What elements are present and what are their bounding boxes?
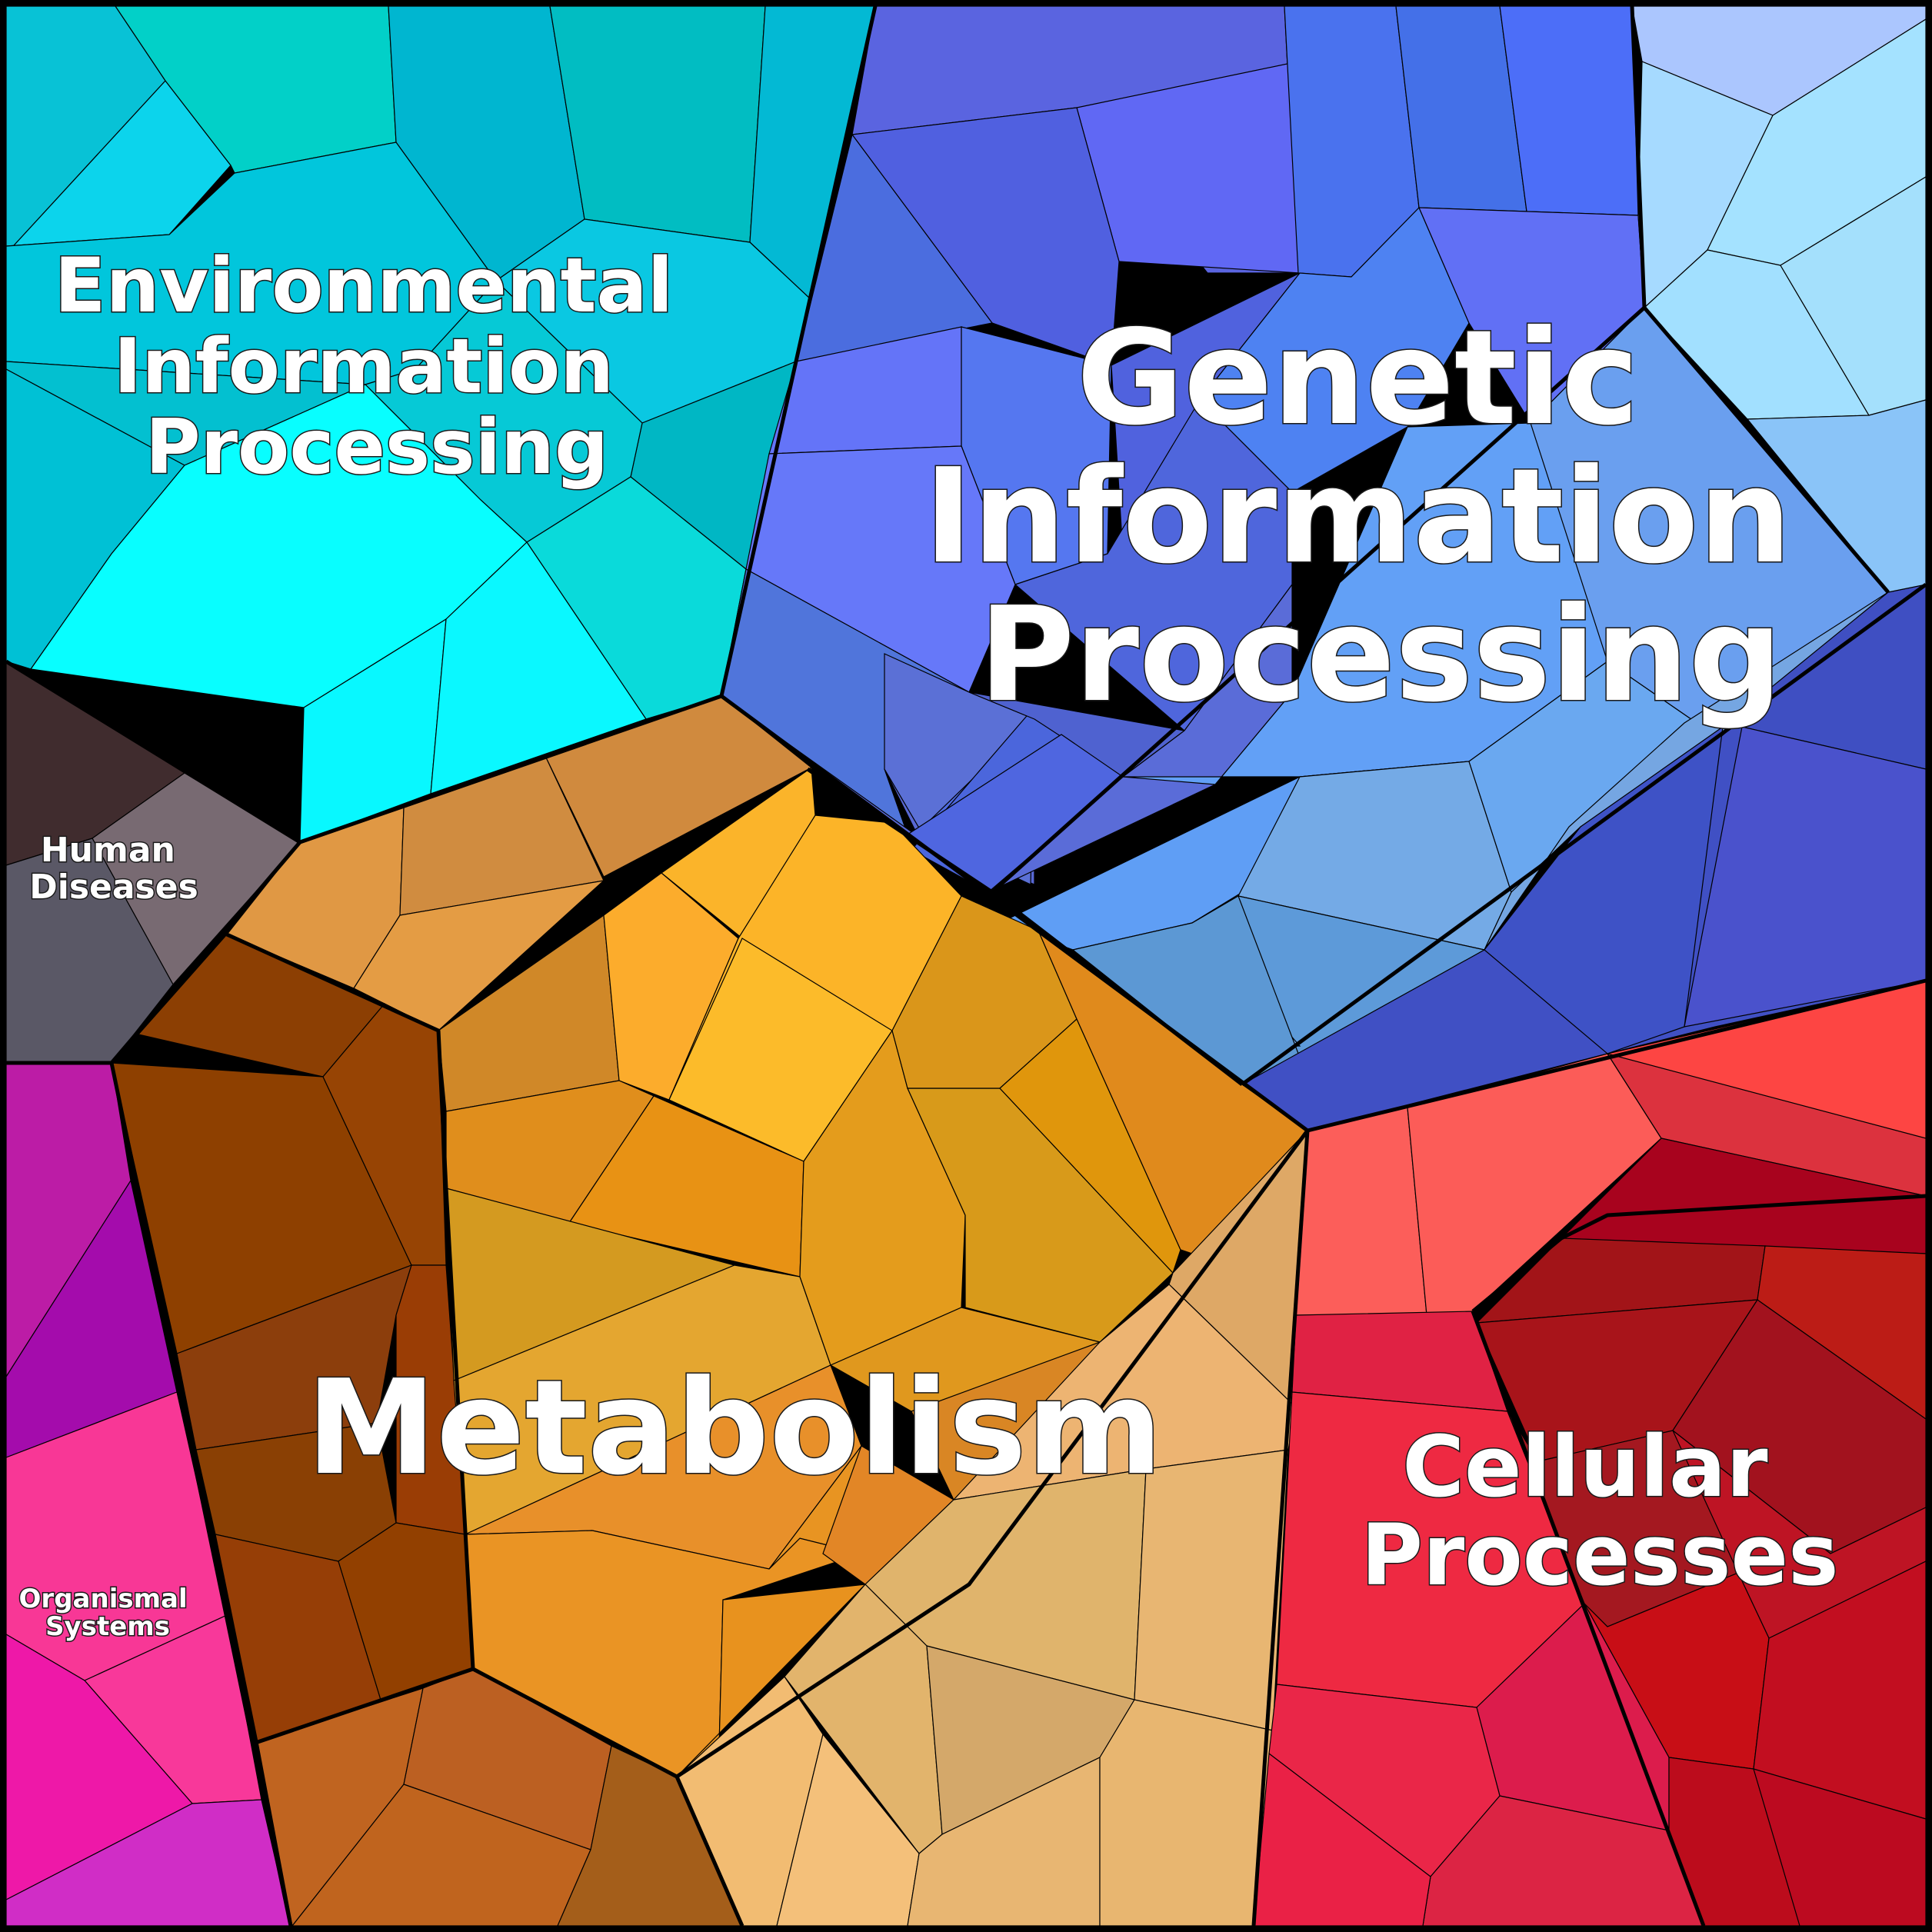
label-metabolism: Metabolism (306, 1352, 1163, 1504)
env-cell (549, 5, 766, 243)
label-organismal: Organismal Systems (19, 1584, 197, 1642)
region-organismal (5, 1062, 291, 1927)
met-cell (176, 1264, 412, 1451)
label-genetic: Genetic Information Processing (924, 302, 1837, 731)
region-human-diseases (5, 660, 301, 1064)
cel-cell (1295, 1107, 1427, 1316)
label-environmental: Environmental Information Processing (55, 242, 700, 491)
region-genetic (721, 5, 1927, 1131)
region-metabolism (111, 695, 1308, 1927)
label-human-diseases: Human Diseases (29, 831, 198, 907)
region-cellular (1253, 980, 1927, 1927)
met-cell (1099, 1699, 1274, 1927)
env-cell (430, 541, 647, 794)
region-environmental (5, 5, 876, 843)
labels: Environmental Information Processing Gen… (18, 242, 1840, 1644)
region-borders (5, 5, 1927, 1927)
gen-cell (745, 445, 1016, 693)
label-cellular: Cellular Processes (1361, 1417, 1838, 1604)
cel-cell (1407, 1053, 1662, 1316)
